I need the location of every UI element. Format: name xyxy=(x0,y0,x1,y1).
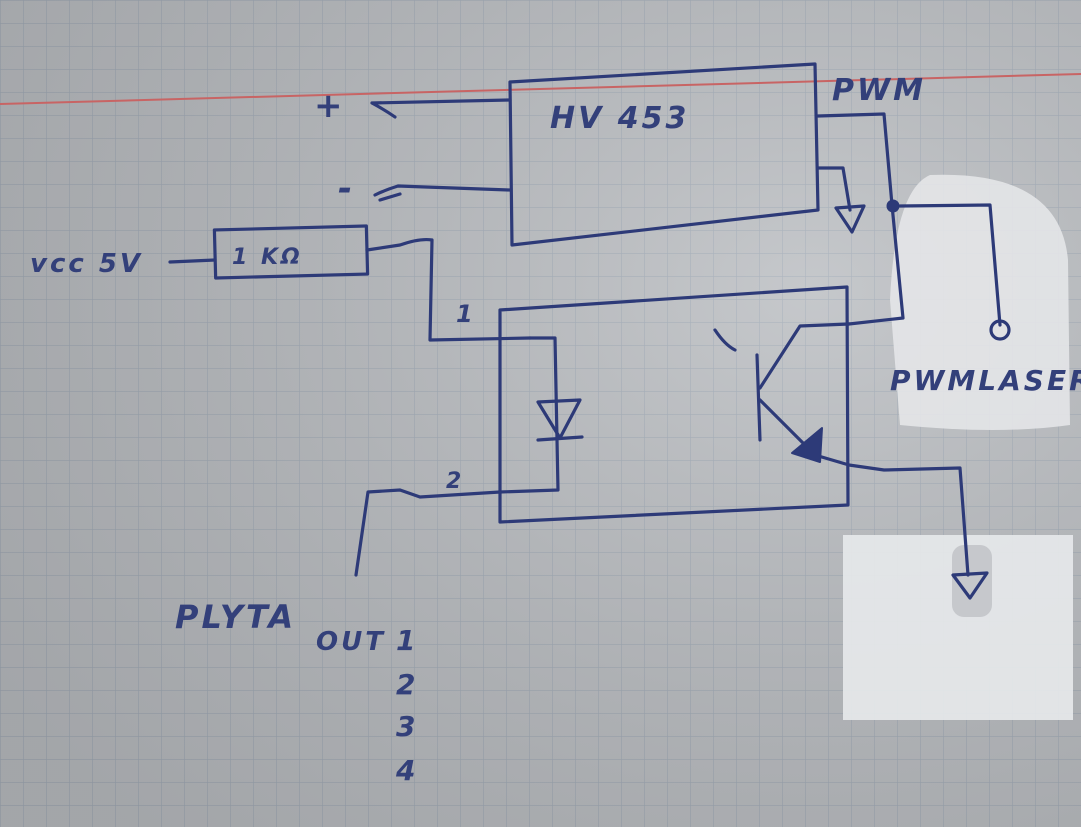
pin2-label: 2 xyxy=(446,469,464,494)
optocoupler-box xyxy=(498,285,850,524)
resistor-to-pin1-wire xyxy=(365,237,532,342)
pwm-label: PWM xyxy=(832,73,926,108)
driver-ground-wire xyxy=(816,166,852,212)
whiteout-patch-right xyxy=(890,174,1070,430)
plus-label: + xyxy=(314,86,346,126)
transistor-collector xyxy=(758,322,851,390)
pwm-laser-wire xyxy=(898,203,1002,327)
whiteout-shadow xyxy=(952,545,992,617)
resistor-label: 1 KΩ xyxy=(232,245,303,270)
led-bar xyxy=(536,435,584,442)
transistor-base xyxy=(755,353,762,442)
out-number-3: 3 xyxy=(396,710,418,743)
pwm-laser-terminal xyxy=(989,319,1011,341)
ground-symbol-driver xyxy=(834,204,866,234)
pwm-laser-label: PWMLASER xyxy=(890,364,1081,397)
transistor-emitter-arrow xyxy=(791,427,823,463)
pin1-label: 1 xyxy=(456,300,476,328)
out-label: OUT xyxy=(316,627,386,657)
ground-symbol-output xyxy=(951,571,989,600)
minus-wire xyxy=(373,184,512,202)
junction-dot xyxy=(886,199,900,213)
margin-line xyxy=(0,73,1081,105)
out-number-4: 4 xyxy=(395,754,418,787)
driver-chip-label: HV 453 xyxy=(550,101,689,136)
minus-label: - xyxy=(338,169,355,209)
pin2-wire xyxy=(354,488,502,577)
plyta-label: PLYTA xyxy=(175,598,296,636)
out-number-2: 2 xyxy=(396,668,418,701)
plus-wire xyxy=(370,98,512,119)
light-stroke xyxy=(713,328,737,352)
out-number-1: 1 xyxy=(396,624,418,657)
led-triangle xyxy=(536,398,582,440)
vcc-label: vcc 5V xyxy=(30,249,143,279)
led-wires xyxy=(498,336,560,494)
vcc-wire xyxy=(168,258,217,264)
